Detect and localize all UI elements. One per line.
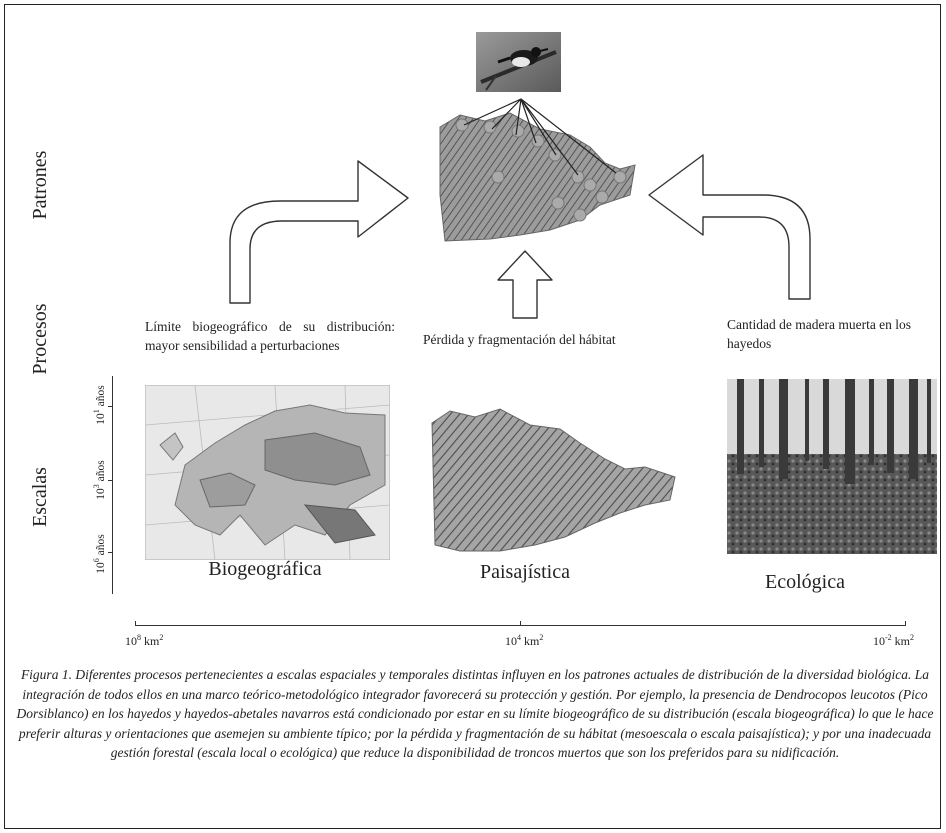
scale-ecological: Ecológica (765, 571, 845, 593)
time-axis-line (112, 376, 113, 594)
process-landscape-text: Pérdida y fragmentación del hábitat (423, 332, 616, 347)
time-axis-tick (108, 480, 112, 481)
curved-arrow-left (229, 160, 409, 304)
europe-map (145, 385, 390, 560)
scale-biogeographic: Biogeográfica (208, 558, 322, 580)
figure-frame: Patrones Procesos Escalas 101 años 103 a… (4, 4, 941, 829)
process-ecological-text: Cantidad de madera muerta en los hayedos (727, 317, 912, 351)
row-label-procesos: Procesos (29, 303, 51, 375)
space-tick-3: 10-2 km2 (873, 633, 915, 648)
time-tick-1: 101 años (92, 385, 107, 425)
forest-photo (727, 379, 937, 554)
space-tick-1: 108 km2 (125, 633, 164, 648)
relief-map-landscape (431, 408, 676, 552)
row-label-patrones: Patrones (29, 150, 51, 220)
time-tick-2: 103 años (92, 460, 107, 500)
up-arrow-center (497, 250, 553, 319)
woodpecker-photo (476, 32, 561, 92)
scale-landscape: Paisajística (480, 561, 570, 583)
space-tick-2: 104 km2 (505, 633, 544, 648)
space-axis-tick (135, 621, 136, 626)
curved-arrow-right (648, 154, 811, 300)
process-biogeographic-text: Límite biogeográfico de su distribución:… (145, 319, 395, 353)
time-axis-tick (108, 406, 112, 407)
relief-map-top (439, 98, 636, 242)
space-axis-tick (520, 621, 521, 626)
figure-caption: Figura 1. Diferentes procesos pertenecie… (16, 667, 934, 760)
time-tick-3: 106 años (92, 534, 107, 574)
row-label-escalas: Escalas (29, 467, 51, 527)
space-axis-tick (905, 621, 906, 626)
time-axis-tick (108, 552, 112, 553)
